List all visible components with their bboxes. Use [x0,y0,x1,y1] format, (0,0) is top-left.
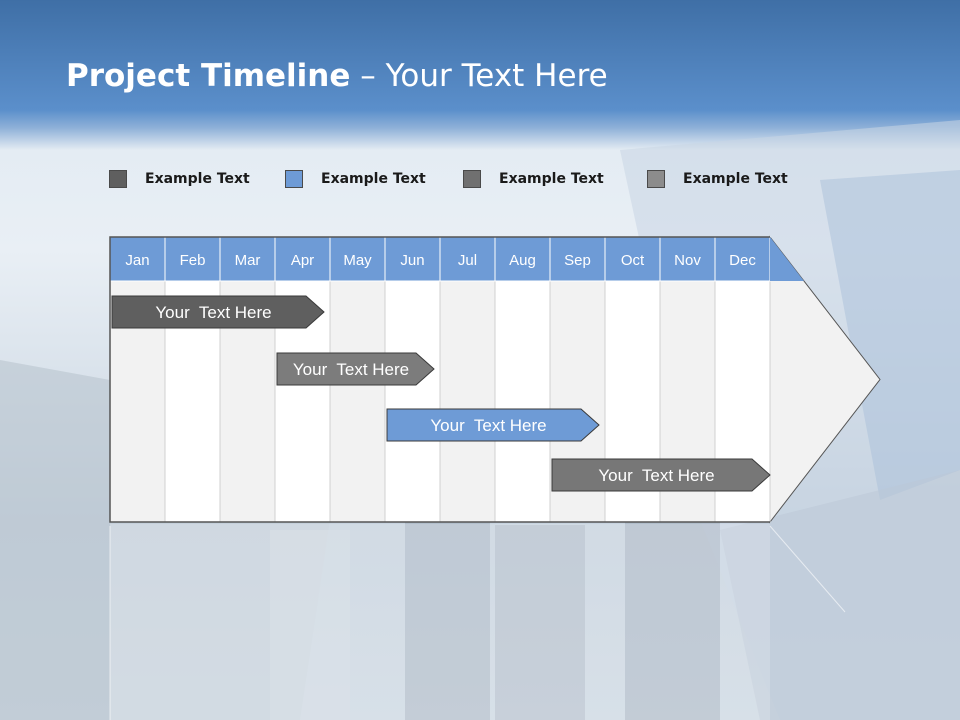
month-column [329,280,386,523]
month-label: Jun [400,252,424,269]
month-label: Dec [729,252,756,269]
month-label: Feb [180,252,206,269]
legend-item-1: Example Text [109,170,250,188]
month-label: Sep [564,252,591,269]
legend-item-2: Example Text [285,170,426,188]
legend-item-4: Example Text [647,170,788,188]
legend-swatch-4 [647,170,665,188]
month-column [384,280,441,523]
month-header-cell [219,236,276,282]
task-bar-label-2: Your Text Here [293,360,409,379]
task-bar-label-4: Your Text Here [598,466,714,485]
legend-swatch-3 [463,170,481,188]
page-title: Project Timeline – Your Text Here [66,58,608,94]
month-header-cell [659,236,716,282]
title-rest: – Your Text Here [350,58,608,94]
reflection-edge-right [769,525,846,613]
timeline-border [109,236,770,523]
task-bar-4 [551,458,771,492]
arrow-header-wedge [770,237,804,281]
legend: Example Text Example Text Example Text E… [0,170,960,194]
task-bar-label-3: Your Text Here [430,416,546,435]
legend-swatch-2 [285,170,303,188]
month-label: Aug [509,252,536,269]
timeline-reflection [110,524,770,720]
month-header-cell [439,236,496,282]
legend-label-1: Example Text [145,171,250,187]
month-header-cell [714,236,771,282]
month-label: May [343,252,372,269]
legend-label-4: Example Text [683,171,788,187]
task-bar-2 [276,352,435,386]
month-header-cell [164,236,221,282]
month-label: Jul [458,252,477,269]
legend-label-2: Example Text [321,171,426,187]
legend-item-3: Example Text [463,170,604,188]
month-label: Nov [674,252,701,269]
month-header-cell [549,236,606,282]
task-bar-3 [386,408,600,442]
month-label: Mar [235,252,261,269]
task-bar-label-1: Your Text Here [155,303,271,322]
task-bar-1 [111,295,325,329]
legend-swatch-1 [109,170,127,188]
month-column [439,280,496,523]
month-label: Apr [291,252,314,269]
legend-label-3: Example Text [499,171,604,187]
month-column [494,280,551,523]
month-header-cell [494,236,551,282]
month-label: Oct [621,252,645,269]
month-label: Jan [125,252,149,269]
title-bold: Project Timeline [66,58,351,94]
month-header-cell [384,236,441,282]
